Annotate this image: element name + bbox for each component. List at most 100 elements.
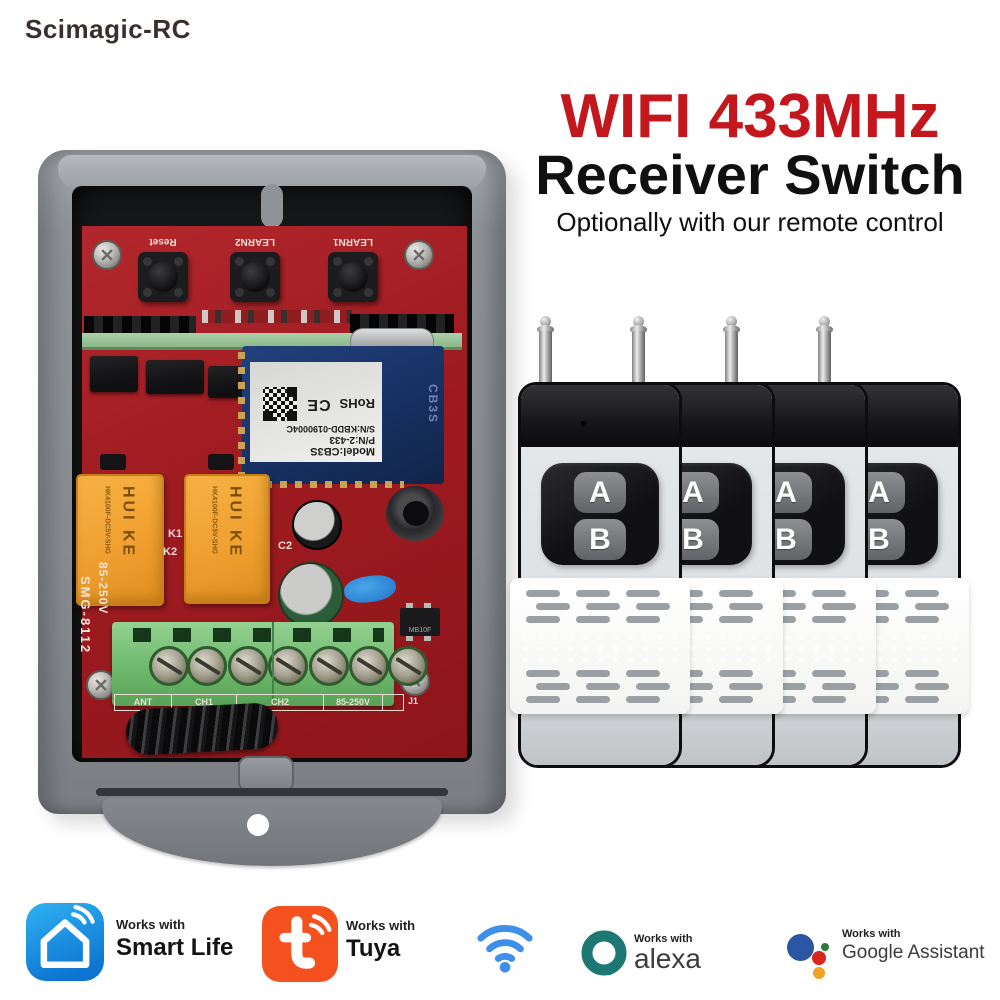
works-with-label: Works with [116,917,186,932]
learn2-button-label: LEARN2 [235,236,276,247]
hero-title-line1: WIFI 433MHz [560,82,940,151]
google-dot-red [812,951,826,965]
alexa-badge: Works with alexa [634,933,701,975]
learn1-button: LEARN1 [328,236,378,302]
terminal-label-ch2: CH2 [270,697,289,707]
relay-model-text: HK4100F-DC5V-SHG [103,486,111,555]
smart-life-icon [26,903,104,981]
hero-title-block: WIFI 433MHz Receiver Switch Optionally w… [515,86,985,238]
wifi-icon [474,916,536,979]
k1-silkscreen: K1 [168,528,183,540]
wifi-module: Model:CB3S P/N:2-433 S/N:KBDD-0190004C R… [238,346,444,488]
cover-grip-dots [518,632,682,664]
electrolytic-capacitor [292,500,342,550]
tuya-badge: Works with Tuya [346,918,415,963]
voltage-silkscreen: 85-250V [96,562,110,615]
rubber-grommet [386,486,444,541]
module-sn: S/N:KBDD-0190004C [286,424,375,434]
reset-button: Reset [138,236,188,302]
mounting-wing [102,798,442,866]
alexa-icon [580,930,628,985]
remote-bottom [521,711,679,765]
receiver-pcb: Reset LEARN2 LEARN1 Model:CB3 [76,226,467,758]
hero-subtitle: Optionally with our remote control [556,207,944,238]
cover-vents [526,670,674,706]
google-assistant-name: Google Assistant [842,942,985,963]
module-pn: P/N:2-433 [329,434,375,445]
terminal-screw [388,646,428,686]
coil-antenna [124,702,280,756]
relay-brand-text: HUI KE [119,486,137,559]
transistor [100,454,126,470]
remote-button-a: A [574,472,626,513]
terminal-screw [228,646,268,686]
google-dot-blue [787,934,814,961]
google-assistant-icon [787,932,835,986]
case-bottom-slot [96,788,448,796]
remote-1: A B [510,316,690,768]
c2-silkscreen: C2 [278,540,293,552]
k2-silkscreen: K2 [163,546,178,558]
receiver-case-cavity: Reset LEARN2 LEARN1 Model:CB3 [72,184,472,762]
remote-top-cap [521,385,679,447]
terminal-label-j1: J1 [408,696,419,706]
rohs-mark: RoHS [339,396,375,412]
smart-life-badge: Works with Smart Life [116,917,233,962]
terminal-screw [149,646,189,686]
google-dot-yellow [813,967,825,979]
google-dot-green [821,943,829,951]
relay-k1: HK4100F-DC5V-SHG HUI KE [76,474,164,606]
terminal-screw [349,646,389,686]
reset-button-label: Reset [149,236,177,247]
remote-antenna [718,316,746,386]
brand-logo: Scimagic-RC [25,14,191,44]
case-clip-tab [238,756,294,792]
pcb-screw [92,240,122,270]
remote-button-panel: A B [541,463,659,565]
terminal-label-ant: ANT [115,695,172,710]
relay-brand-text: HUI KE [226,486,244,559]
terminal-screw [309,646,349,686]
pin-header [84,316,196,335]
transistor [208,454,234,470]
learn2-button: LEARN2 [230,236,280,302]
pcb-screw [404,240,434,270]
terminal-screw [268,646,308,686]
terminal-screw [187,646,227,686]
tuya-icon [262,906,338,982]
remote-antenna [811,316,839,386]
smart-life-name: Smart Life [116,934,234,961]
works-with-label: Works with [842,928,901,940]
keyhole-slot [261,184,283,228]
disc-capacitor [342,572,398,606]
cover-vents [526,590,674,626]
works-with-label: Works with [634,933,693,945]
ic-chip [90,356,138,392]
works-with-label: Works with [346,918,416,933]
receiver-case: Reset LEARN2 LEARN1 Model:CB3 [38,150,506,866]
remote-led-hole [581,421,586,426]
board-id-silkscreen: SMG-8112 [78,576,93,655]
qr-code [263,387,298,421]
relay-k2: HK4100F-DC5V-SHG HUI KE [184,474,270,604]
tuya-name: Tuya [346,935,401,962]
remote-slide-cover [510,578,690,714]
remote-button-b: B [574,519,626,560]
ic-chip [146,360,204,394]
hero-title-line2: Receiver Switch [535,143,965,206]
electrolytic-capacitor [278,562,344,628]
remote-antenna [532,316,560,386]
alexa-name: alexa [634,943,701,974]
module-model: Model:CB3S [310,445,375,457]
relay-model-text: HK4100F-DC5V-SHG [210,486,218,555]
mounting-hole [247,814,269,836]
google-assistant-badge: Works with Google Assistant [842,928,985,964]
learn1-button-label: LEARN1 [333,236,374,247]
remote-antenna [625,316,653,386]
terminal-label-ch1: CH1 [172,695,237,710]
bridge-rectifier: MB10F [400,603,440,636]
wifi-module-label: Model:CB3S P/N:2-433 S/N:KBDD-0190004C R… [250,362,382,462]
module-chip-name: CB3S [426,384,440,425]
terminal-block [112,622,428,706]
